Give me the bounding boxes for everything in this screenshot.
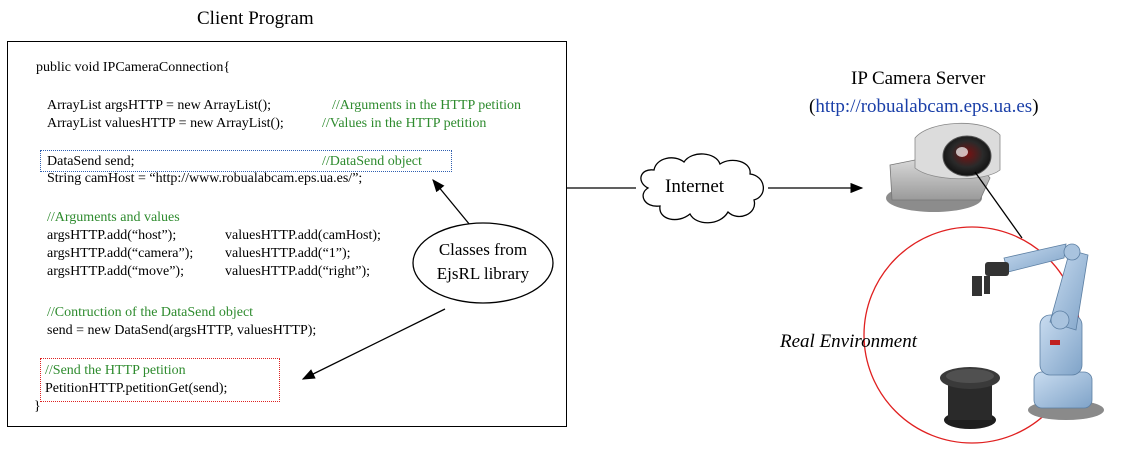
code-comment-construction: //Contruction of the DataSend object <box>47 305 254 320</box>
camera-to-environment-line <box>974 171 1023 239</box>
code-comment-arguments: //Arguments and values <box>47 210 180 225</box>
code-line-add-move: argsHTTP.add(“move”); <box>47 264 184 279</box>
code-line-new-datasend: send = new DataSend(argsHTTP, valuesHTTP… <box>47 323 317 338</box>
code-comment-values: //Values in the HTTP petition <box>322 116 487 131</box>
robot-arm-icon <box>972 243 1104 420</box>
code-line-value-host: valuesHTTP.add(camHost); <box>225 228 381 243</box>
code-line-value-camera: valuesHTTP.add(“1”); <box>225 246 351 261</box>
code-line-petition: PetitionHTTP.petitionGet(send); <box>45 381 228 396</box>
code-comment-args: //Arguments in the HTTP petition <box>332 98 521 113</box>
url-close-paren: ) <box>1032 96 1039 117</box>
code-line-close-brace: } <box>34 399 41 414</box>
ip-camera-server-title: IP Camera Server <box>851 68 986 89</box>
real-environment-label: Real Environment <box>780 331 918 352</box>
classes-callout-ellipse <box>412 222 554 304</box>
petition-highlight-box <box>40 358 280 402</box>
code-line-add-camera: argsHTTP.add(“camera”); <box>47 246 194 261</box>
code-line-value-move: valuesHTTP.add(“right”); <box>225 264 371 279</box>
code-line-args: ArrayList argsHTTP = new ArrayList(); <box>47 98 272 113</box>
server-url-link[interactable]: http://robualabcam.eps.ua.es <box>815 96 1033 117</box>
code-line-signature: public void IPCameraConnection{ <box>36 60 231 75</box>
internet-label: Internet <box>665 176 725 197</box>
internet-cloud <box>640 153 764 224</box>
puck-object-icon <box>940 367 1000 429</box>
url-open-paren: ( <box>809 96 816 117</box>
arrow-to-petition <box>301 308 446 380</box>
code-line-camhost: String camHost = “http://www.robualabcam… <box>47 171 363 186</box>
code-comment-send: //Send the HTTP petition <box>45 363 186 378</box>
arrow-to-datasend <box>432 178 471 226</box>
ip-camera-icon <box>886 122 1001 212</box>
classes-callout-text: Classes from EjsRL library <box>431 238 535 286</box>
classes-callout-line2: EjsRL library <box>436 264 530 283</box>
client-program-title: Client Program <box>197 8 314 29</box>
code-line-datasend: DataSend send; <box>47 154 135 169</box>
code-line-values: ArrayList valuesHTTP = new ArrayList(); <box>47 116 284 131</box>
classes-callout-line1: Classes from <box>438 240 528 259</box>
datasend-highlight-box <box>40 150 452 172</box>
code-line-add-host: argsHTTP.add(“host”); <box>47 228 177 243</box>
server-url-line: (http://robualabcam.eps.ua.es) <box>809 96 1039 118</box>
code-comment-datasend: //DataSend object <box>322 154 422 169</box>
